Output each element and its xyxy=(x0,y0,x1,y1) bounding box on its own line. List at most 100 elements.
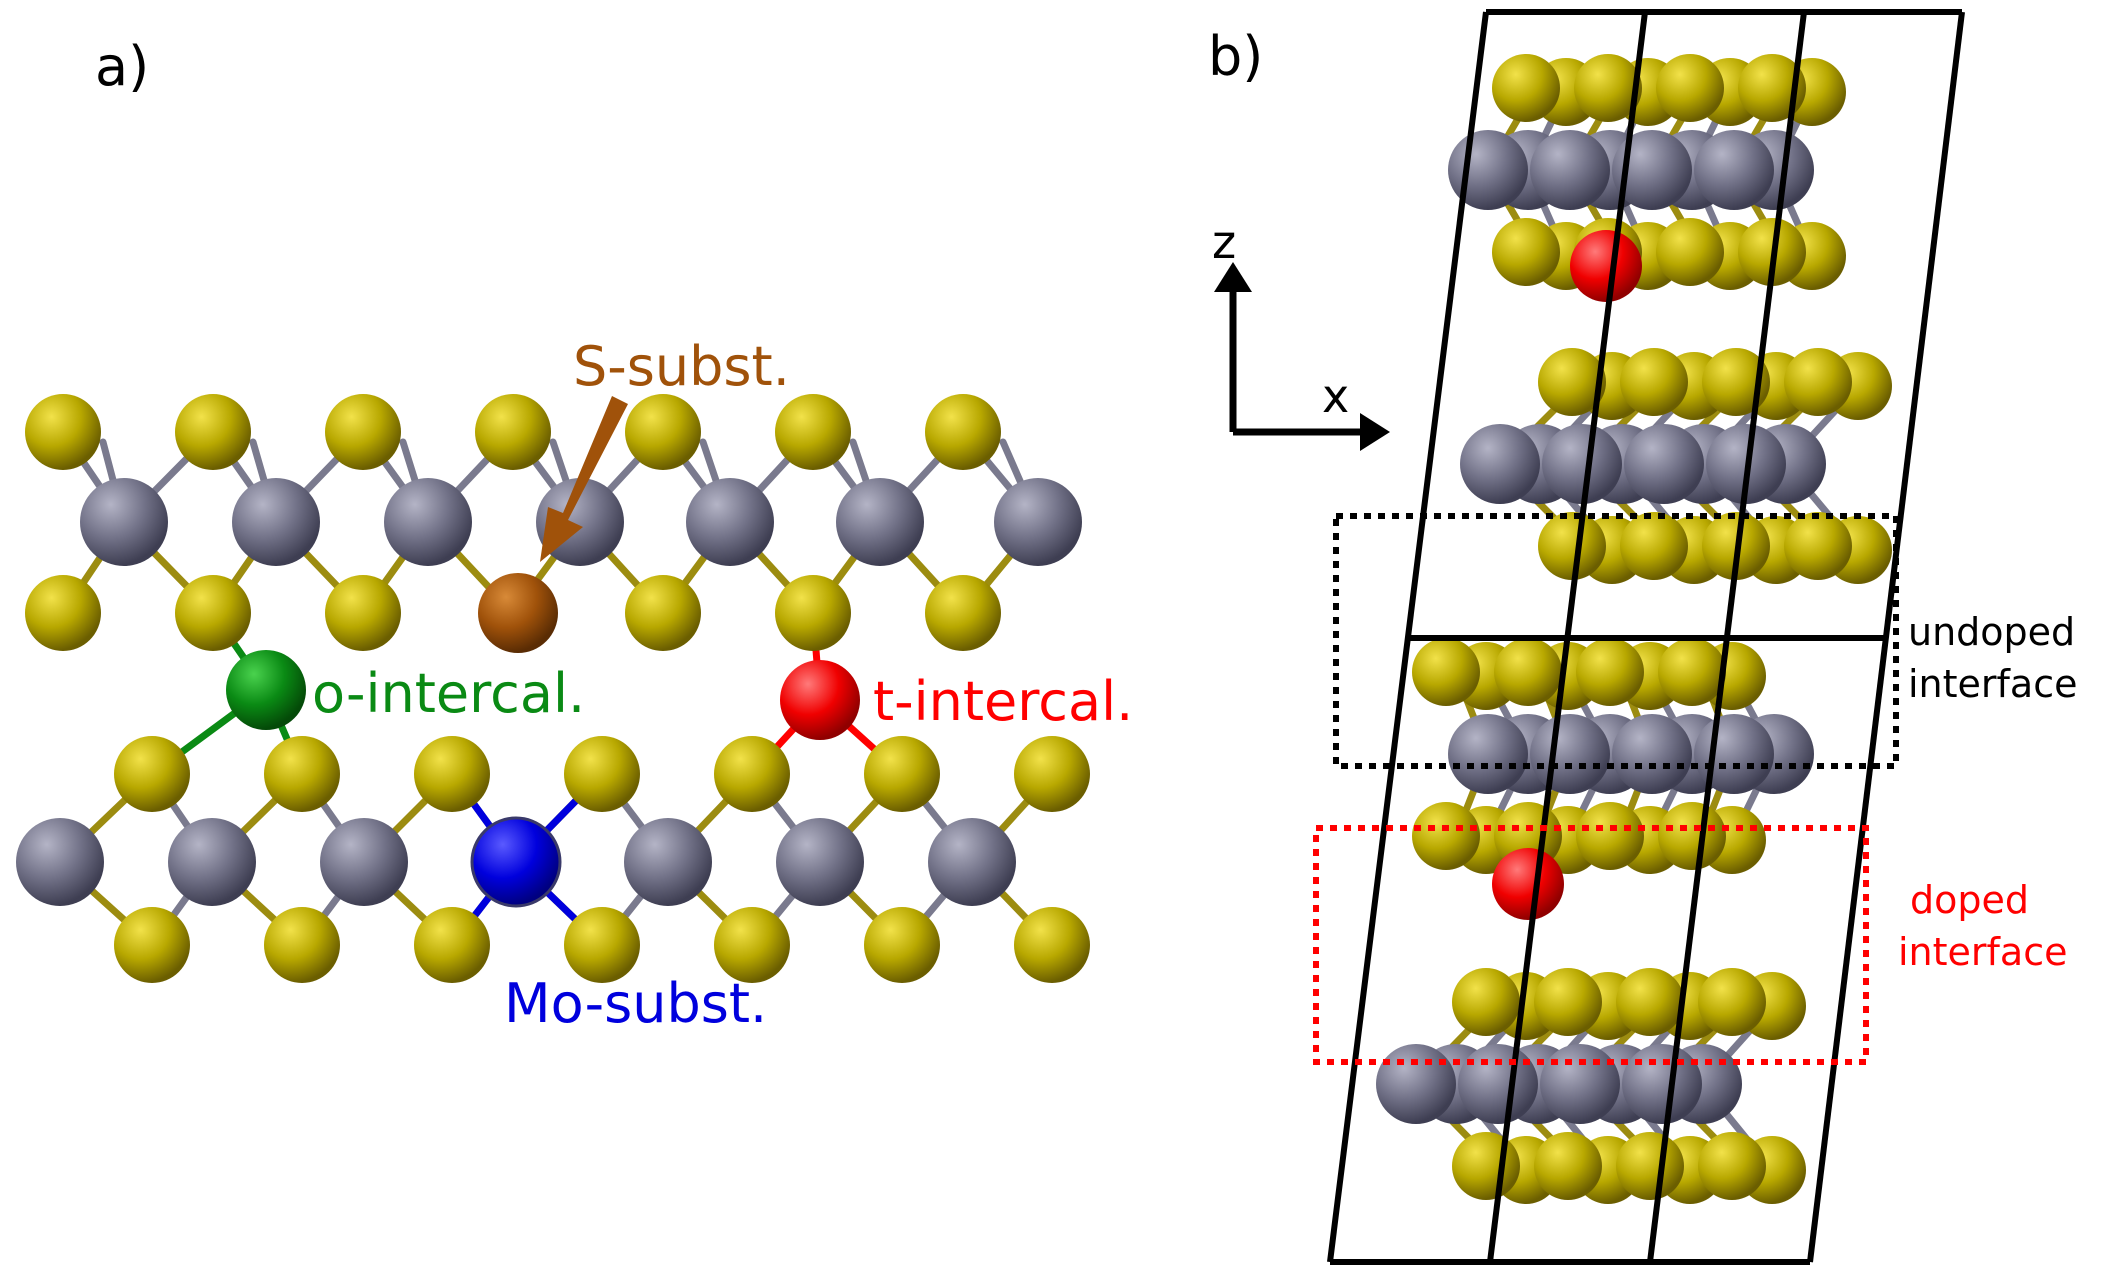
molybdenum-atom xyxy=(624,818,712,906)
sulfur-atom xyxy=(1576,638,1644,706)
sulfur-atom xyxy=(414,736,490,812)
sulfur-atom xyxy=(714,736,790,812)
sulfur-atom xyxy=(325,394,401,470)
sulfur-atom xyxy=(1412,802,1480,870)
sulfur-atom xyxy=(1452,1132,1520,1200)
molybdenum-atom xyxy=(1612,714,1692,794)
sulfur-atom xyxy=(625,575,701,651)
sulfur-atom xyxy=(264,736,340,812)
mo-subst-outline xyxy=(470,816,562,908)
sulfur-atom xyxy=(1738,54,1806,122)
panel-a-atoms xyxy=(16,394,1090,983)
s-subst-label: S-subst. xyxy=(573,335,790,398)
mo-subst-label: Mo-subst. xyxy=(504,972,767,1035)
sulfur-atom xyxy=(1014,907,1090,983)
sulfur-atom xyxy=(1702,348,1770,416)
axes-indicator: z x xyxy=(1212,215,1390,451)
sulfur-atom xyxy=(325,575,401,651)
molybdenum-atom xyxy=(232,478,320,566)
axis-x-label: x xyxy=(1322,369,1349,423)
molybdenum-atom xyxy=(1530,714,1610,794)
s-subst-arrow xyxy=(540,396,628,562)
sulfur-atom xyxy=(625,394,701,470)
sulfur-atom xyxy=(1656,218,1724,286)
molybdenum-atom xyxy=(16,818,104,906)
molybdenum-atom xyxy=(80,478,168,566)
sulfur-atom xyxy=(1538,512,1606,580)
molybdenum-atom xyxy=(1622,1044,1702,1124)
sulfur-atom xyxy=(1658,802,1726,870)
doped-label-line1: doped xyxy=(1910,878,2029,922)
sulfur-atom xyxy=(775,394,851,470)
undoped-interface-box xyxy=(1333,513,1899,769)
sulfur-atom xyxy=(1534,1132,1602,1200)
panel-b-label: b) xyxy=(1208,25,1263,88)
molybdenum-atom xyxy=(320,818,408,906)
molybdenum-atom xyxy=(1694,130,1774,210)
sulfur-atom xyxy=(114,736,190,812)
molybdenum-atom xyxy=(1448,714,1528,794)
molybdenum-atom xyxy=(1530,130,1610,210)
sulfur-atom xyxy=(1784,512,1852,580)
molybdenum-atom xyxy=(686,478,774,566)
o-intercal-atom xyxy=(226,650,306,730)
t-intercal-atom xyxy=(780,660,860,740)
molybdenum-atom xyxy=(1612,130,1692,210)
sulfur-atom xyxy=(1698,968,1766,1036)
sulfur-atom xyxy=(864,907,940,983)
s-subst-atom xyxy=(478,573,558,653)
molybdenum-atom xyxy=(1458,1044,1538,1124)
sulfur-atom xyxy=(1576,802,1644,870)
sulfur-atom xyxy=(1534,968,1602,1036)
sulfur-atom xyxy=(564,736,640,812)
panel-b-structure xyxy=(1327,9,1965,1265)
sulfur-atom xyxy=(25,575,101,651)
sulfur-atom xyxy=(864,736,940,812)
mo-subst-atom xyxy=(472,818,560,906)
sulfur-atom xyxy=(1656,54,1724,122)
sulfur-atom xyxy=(925,575,1001,651)
molybdenum-atom xyxy=(1376,1044,1456,1124)
t-intercal-label: t-intercal. xyxy=(873,670,1133,733)
molybdenum-atom xyxy=(1624,424,1704,504)
molybdenum-atom xyxy=(776,818,864,906)
sulfur-atom xyxy=(414,907,490,983)
sulfur-atom xyxy=(1492,54,1560,122)
sulfur-atom xyxy=(175,394,251,470)
doped-label-line2: interface xyxy=(1898,930,2067,974)
sulfur-atom xyxy=(1538,348,1606,416)
sulfur-atom xyxy=(775,575,851,651)
sulfur-atom xyxy=(1494,638,1562,706)
panel-b-atoms xyxy=(1376,54,1892,1204)
molybdenum-atom xyxy=(168,818,256,906)
axis-z-label: z xyxy=(1212,215,1236,269)
undoped-label-line1: undoped xyxy=(1908,610,2075,654)
sulfur-atom xyxy=(1658,638,1726,706)
sulfur-atom xyxy=(1784,348,1852,416)
sulfur-atom xyxy=(925,394,1001,470)
molybdenum-atom xyxy=(994,478,1082,566)
molybdenum-atom xyxy=(1540,1044,1620,1124)
o-intercal-label: o-intercal. xyxy=(312,662,585,725)
sulfur-atom xyxy=(1452,968,1520,1036)
molybdenum-atom xyxy=(384,478,472,566)
sulfur-atom xyxy=(25,394,101,470)
unit-cell-outline xyxy=(1327,9,1965,1265)
sulfur-atom xyxy=(1698,1132,1766,1200)
sulfur-atom xyxy=(264,907,340,983)
molybdenum-atom xyxy=(1542,424,1622,504)
sulfur-atom xyxy=(1492,218,1560,286)
t-intercal-atom xyxy=(1570,230,1642,302)
undoped-label-line2: interface xyxy=(1908,662,2077,706)
panel-a-structure xyxy=(16,394,1090,983)
sulfur-atom xyxy=(1616,968,1684,1036)
sulfur-atom xyxy=(1014,736,1090,812)
sulfur-atom xyxy=(175,575,251,651)
molybdenum-atom xyxy=(1694,714,1774,794)
sulfur-atom xyxy=(714,907,790,983)
sulfur-atom xyxy=(564,907,640,983)
t-intercal-atom xyxy=(1492,848,1564,920)
sulfur-atom xyxy=(1620,348,1688,416)
sulfur-atom xyxy=(475,394,551,470)
